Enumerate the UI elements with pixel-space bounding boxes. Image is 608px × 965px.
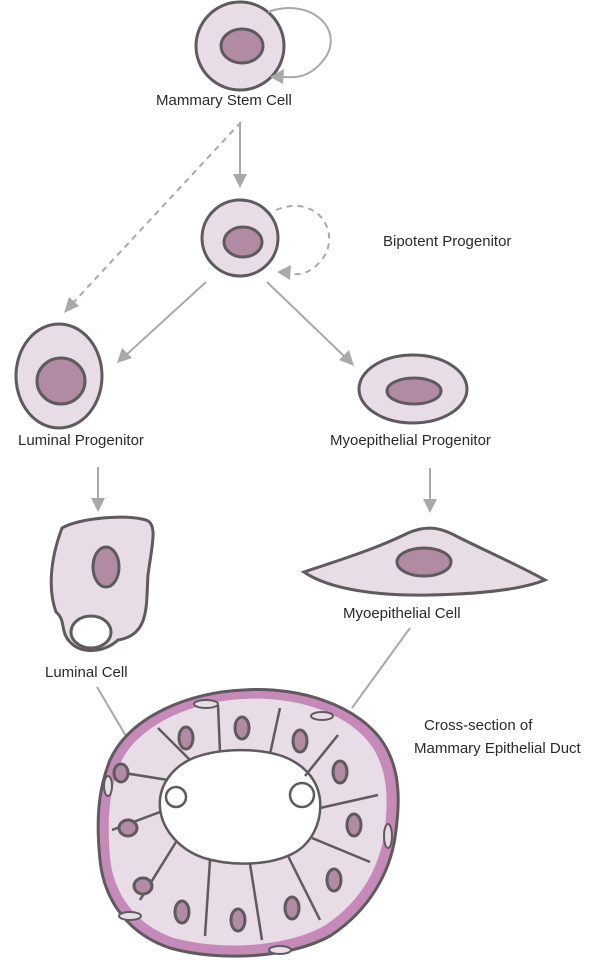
arrow-bipotent-to-myo <box>267 282 346 358</box>
bipotent-self-renewal-arrow <box>276 206 329 274</box>
label-myoepithelial-cell: Myoepithelial Cell <box>343 605 461 623</box>
label-duct-line-1: Cross-section of <box>424 717 532 735</box>
myoepithelial-progenitor-cell <box>359 355 467 423</box>
label-mammary-stem-cell: Mammary Stem Cell <box>156 92 292 110</box>
secretory-vesicle <box>71 616 111 648</box>
label-bipotent-progenitor: Bipotent Progenitor <box>383 233 511 251</box>
luminal-progenitor-cell <box>16 324 102 428</box>
arrow-bipotent-to-luminal <box>125 282 206 356</box>
luminal-cell <box>51 517 153 650</box>
arrow-myo-cell-to-duct <box>352 628 410 708</box>
label-luminal-progenitor: Luminal Progenitor <box>18 432 144 450</box>
myoepithelial-cell <box>304 528 545 595</box>
label-duct-line-2: Mammary Epithelial Duct <box>414 740 581 758</box>
label-myoepithelial-progenitor: Myoepithelial Progenitor <box>330 432 491 450</box>
bipotent-progenitor-cell <box>202 200 278 276</box>
epithelial-duct-cross-section <box>98 689 398 956</box>
label-luminal-cell: Luminal Cell <box>45 664 128 682</box>
